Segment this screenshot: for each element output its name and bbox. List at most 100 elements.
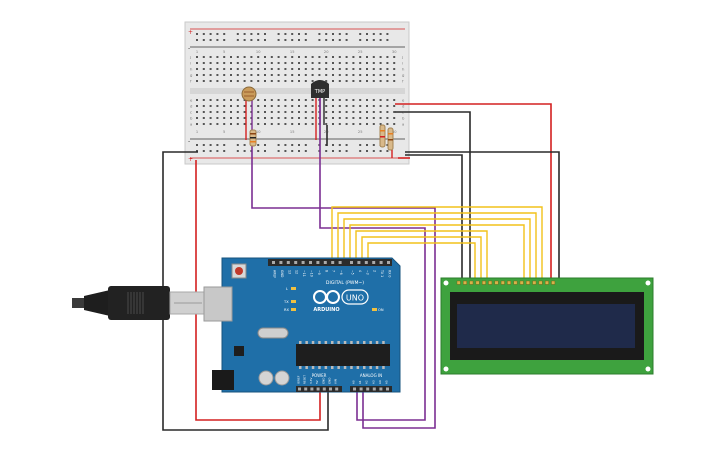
breadboard-hole[interactable]	[372, 80, 375, 82]
wire-lcd-rw-black[interactable]	[405, 154, 463, 282]
breadboard-hole[interactable]	[366, 105, 368, 107]
breadboard-hole[interactable]	[196, 150, 198, 152]
breadboard-hole[interactable]	[379, 105, 382, 107]
breadboard-hole[interactable]	[304, 99, 307, 101]
breadboard-hole[interactable]	[216, 33, 219, 35]
breadboard-hole[interactable]	[250, 80, 253, 82]
breadboard-hole[interactable]	[298, 105, 300, 107]
breadboard-hole[interactable]	[284, 39, 287, 41]
breadboard-hole[interactable]	[393, 74, 396, 76]
breadboard-hole[interactable]	[243, 39, 246, 41]
breadboard-hole[interactable]	[202, 123, 205, 125]
breadboard-hole[interactable]	[223, 150, 226, 152]
breadboard-hole[interactable]	[257, 123, 260, 125]
breadboard-hole[interactable]	[277, 62, 280, 64]
breadboard-hole[interactable]	[386, 144, 389, 146]
breadboard-hole[interactable]	[386, 123, 389, 125]
digital-pin[interactable]	[331, 261, 335, 264]
breadboard-hole[interactable]	[298, 111, 300, 113]
breadboard-hole[interactable]	[277, 39, 280, 41]
breadboard-hole[interactable]	[196, 144, 198, 146]
breadboard-hole[interactable]	[338, 56, 341, 58]
breadboard-hole[interactable]	[250, 39, 253, 41]
breadboard-hole[interactable]	[338, 68, 341, 70]
lcd-pin[interactable]	[513, 280, 518, 285]
breadboard-hole[interactable]	[250, 74, 253, 76]
breadboard-hole[interactable]	[386, 62, 389, 64]
breadboard-hole[interactable]	[338, 99, 341, 101]
breadboard-hole[interactable]	[298, 99, 300, 101]
power-pin[interactable]	[316, 387, 320, 391]
breadboard-hole[interactable]	[223, 80, 226, 82]
breadboard-hole[interactable]	[223, 33, 226, 35]
breadboard-hole[interactable]	[372, 33, 375, 35]
breadboard-hole[interactable]	[386, 33, 389, 35]
breadboard-hole[interactable]	[291, 68, 294, 70]
breadboard-hole[interactable]	[270, 105, 273, 107]
breadboard-hole[interactable]	[345, 39, 348, 41]
breadboard-hole[interactable]	[236, 123, 239, 125]
breadboard-hole[interactable]	[393, 80, 396, 82]
breadboard-hole[interactable]	[338, 74, 341, 76]
breadboard-hole[interactable]	[257, 68, 260, 70]
breadboard-hole[interactable]	[223, 144, 226, 146]
breadboard-hole[interactable]	[257, 62, 260, 64]
power-pin[interactable]	[322, 387, 326, 391]
breadboard-hole[interactable]	[257, 39, 260, 41]
wire-lcd-k-black[interactable]	[405, 151, 560, 282]
breadboard-hole[interactable]	[338, 117, 341, 119]
wire-ldr-purple[interactable]	[251, 140, 436, 429]
breadboard-hole[interactable]	[223, 74, 226, 76]
breadboard-hole[interactable]	[366, 117, 368, 119]
breadboard-hole[interactable]	[325, 56, 328, 58]
breadboard-hole[interactable]	[236, 56, 239, 58]
breadboard-hole[interactable]	[345, 111, 348, 113]
breadboard-hole[interactable]	[216, 111, 219, 113]
breadboard-hole[interactable]	[338, 123, 341, 125]
analog-pin[interactable]	[386, 387, 389, 391]
analog-pin[interactable]	[359, 387, 363, 391]
breadboard-hole[interactable]	[264, 39, 266, 41]
breadboard-hole[interactable]	[359, 74, 362, 76]
digital-pin[interactable]	[387, 261, 390, 264]
breadboard-hole[interactable]	[304, 123, 307, 125]
breadboard-hole[interactable]	[379, 80, 382, 82]
breadboard-hole[interactable]	[366, 39, 368, 41]
wire-yellow-7[interactable]	[367, 242, 476, 282]
analog-pin[interactable]	[379, 387, 383, 391]
breadboard-hole[interactable]	[379, 33, 382, 35]
lcd-pin[interactable]	[519, 280, 524, 285]
breadboard-hole[interactable]	[209, 144, 212, 146]
breadboard-hole[interactable]	[372, 39, 375, 41]
breadboard-hole[interactable]	[277, 150, 280, 152]
breadboard-hole[interactable]	[230, 117, 232, 119]
breadboard-hole[interactable]	[325, 105, 328, 107]
breadboard-hole[interactable]	[386, 74, 389, 76]
breadboard-hole[interactable]	[270, 111, 273, 113]
breadboard-hole[interactable]	[202, 56, 205, 58]
breadboard-hole[interactable]	[202, 74, 205, 76]
breadboard-hole[interactable]	[243, 144, 246, 146]
breadboard-hole[interactable]	[366, 99, 368, 101]
breadboard-hole[interactable]	[277, 56, 280, 58]
breadboard-hole[interactable]	[277, 117, 280, 119]
breadboard-hole[interactable]	[196, 33, 198, 35]
breadboard-hole[interactable]	[264, 99, 266, 101]
breadboard-hole[interactable]	[243, 123, 246, 125]
lcd-pin[interactable]	[456, 280, 461, 285]
breadboard-hole[interactable]	[291, 56, 294, 58]
breadboard-hole[interactable]	[264, 56, 266, 58]
breadboard-hole[interactable]	[393, 105, 396, 107]
lcd-pin[interactable]	[545, 280, 549, 285]
breadboard-hole[interactable]	[216, 56, 219, 58]
breadboard-hole[interactable]	[304, 150, 307, 152]
breadboard-hole[interactable]	[223, 111, 226, 113]
breadboard-hole[interactable]	[393, 62, 396, 64]
breadboard-hole[interactable]	[284, 123, 287, 125]
wire-lcd-vcc-red[interactable]	[395, 103, 552, 282]
breadboard-hole[interactable]	[366, 74, 368, 76]
breadboard-hole[interactable]	[257, 111, 260, 113]
breadboard-hole[interactable]	[311, 117, 314, 119]
breadboard-hole[interactable]	[345, 144, 348, 146]
